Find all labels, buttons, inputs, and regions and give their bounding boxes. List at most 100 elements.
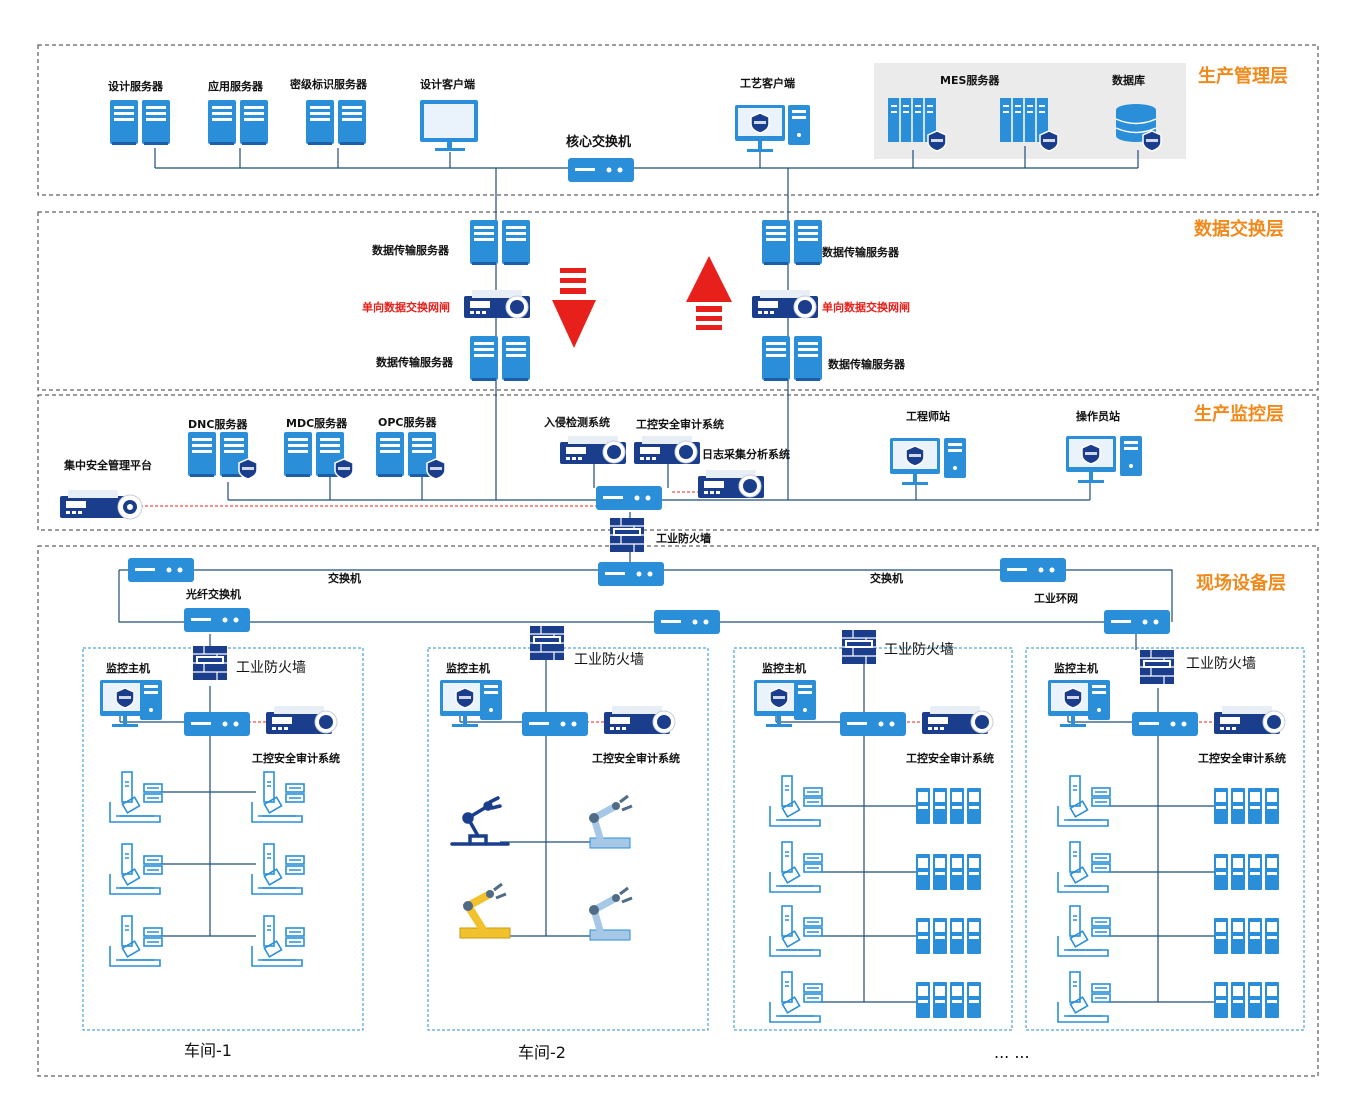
transfer-server-right-bottom: 数据传输服务器 bbox=[762, 336, 906, 381]
workshop-4-cnc-3 bbox=[1057, 905, 1111, 957]
workshop-4-cabinet-3 bbox=[1214, 918, 1279, 954]
workshop-3-cnc-1 bbox=[769, 775, 823, 827]
monitoring-layer-frame bbox=[37, 394, 1319, 531]
transfer-server-left-bottom: 数据传输服务器 bbox=[376, 336, 530, 381]
workshop-4-cnc-4 bbox=[1057, 971, 1111, 1023]
layer-title-management: 生产管理层 bbox=[1198, 65, 1288, 87]
up-arrow bbox=[686, 256, 732, 330]
switch-center bbox=[598, 562, 664, 586]
svg-text:入侵检测系统: 入侵检测系统 bbox=[544, 415, 610, 429]
workshop-1-label: 车间-1 bbox=[184, 1041, 232, 1060]
svg-text:工控安全审计系统: 工控安全审计系统 bbox=[592, 751, 680, 765]
ics-audit-system: 工控安全审计系统 bbox=[634, 417, 724, 464]
ring-switch-right: 工业环网 bbox=[1034, 591, 1170, 634]
design-server: 设计服务器 bbox=[108, 79, 170, 145]
workshop-1-switch bbox=[184, 712, 250, 736]
fiber-switch: 光纤交换机 bbox=[184, 587, 250, 632]
workshop-2-frame bbox=[427, 647, 709, 1031]
svg-text:核心交换机: 核心交换机 bbox=[566, 134, 631, 150]
operator-station: 操作员站 bbox=[1066, 409, 1142, 483]
mdc-server: MDC服务器 bbox=[284, 416, 354, 480]
svg-text:交换机: 交换机 bbox=[328, 571, 361, 585]
svg-text:工业防火墙: 工业防火墙 bbox=[1186, 656, 1256, 672]
svg-text:工艺客户端: 工艺客户端 bbox=[740, 76, 795, 90]
workshop-4-firewall: 工业防火墙 bbox=[1139, 649, 1256, 685]
layer-title-exchange: 数据交换层 bbox=[1194, 218, 1284, 240]
main-firewall: 工业防火墙 bbox=[609, 517, 711, 553]
field-layer-frame bbox=[37, 545, 1319, 1077]
svg-text:日志采集分析系统: 日志采集分析系统 bbox=[702, 447, 790, 461]
svg-text:工控安全审计系统: 工控安全审计系统 bbox=[252, 751, 340, 765]
svg-text:数据传输服务器: 数据传输服务器 bbox=[372, 243, 450, 257]
svg-text:密级标识服务器: 密级标识服务器 bbox=[290, 77, 368, 91]
svg-text:应用服务器: 应用服务器 bbox=[208, 79, 264, 93]
layer-title-monitoring: 生产监控层 bbox=[1194, 403, 1284, 425]
gateway-left: 单向数据交换网闸 bbox=[362, 290, 530, 319]
svg-text:单向数据交换网闸: 单向数据交换网闸 bbox=[822, 300, 910, 314]
workshop-3-cnc-4 bbox=[769, 971, 823, 1023]
workshop-1-cnc-1 bbox=[109, 771, 163, 823]
process-client: 工艺客户端 bbox=[735, 76, 810, 152]
monitoring-switch bbox=[596, 486, 662, 510]
workshop-3-cabinet-2 bbox=[916, 854, 981, 890]
svg-text:监控主机: 监控主机 bbox=[446, 661, 490, 675]
exchange-layer-frame bbox=[37, 211, 1319, 391]
design-client: 设计客户端 bbox=[420, 77, 478, 151]
workshop-2-monitor-host: 监控主机 bbox=[440, 661, 502, 727]
svg-text:集中安全管理平台: 集中安全管理平台 bbox=[63, 458, 152, 472]
workshop-1-cnc-2 bbox=[251, 771, 305, 823]
svg-text:监控主机: 监控主机 bbox=[762, 661, 806, 675]
mes-server-label: MES服务器 bbox=[940, 73, 1000, 87]
workshop-1-audit: 工控安全审计系统 bbox=[252, 706, 340, 765]
svg-text:监控主机: 监控主机 bbox=[1054, 661, 1098, 675]
svg-text:操作员站: 操作员站 bbox=[1076, 409, 1120, 423]
svg-text:设计服务器: 设计服务器 bbox=[108, 79, 164, 93]
database: 数据库 bbox=[1112, 73, 1162, 152]
workshop-1-firewall: 工业防火墙 bbox=[192, 645, 306, 681]
transfer-server-left-top: 数据传输服务器 bbox=[372, 220, 530, 265]
dnc-server: DNC服务器 bbox=[188, 417, 258, 480]
svg-text:工控安全审计系统: 工控安全审计系统 bbox=[636, 417, 724, 431]
workshop-3-switch bbox=[840, 712, 906, 736]
workshop-1-cnc-6 bbox=[251, 915, 305, 967]
svg-text:单向数据交换网闸: 单向数据交换网闸 bbox=[362, 300, 450, 314]
svg-text:OPC服务器: OPC服务器 bbox=[378, 415, 437, 429]
svg-text:工控安全审计系统: 工控安全审计系统 bbox=[1198, 751, 1286, 765]
management-layer-frame bbox=[37, 44, 1319, 196]
workshop-4-monitor-host: 监控主机 bbox=[1048, 661, 1110, 727]
workshop-4-cabinet-1 bbox=[1214, 788, 1279, 824]
workshop-3-cabinet-1 bbox=[916, 788, 981, 824]
workshop-3-firewall: 工业防火墙 bbox=[841, 629, 954, 665]
svg-text:光纤交换机: 光纤交换机 bbox=[185, 587, 241, 601]
workshop-4-switch bbox=[1132, 712, 1198, 736]
workshop-3-cnc-3 bbox=[769, 905, 823, 957]
security-management-platform: 集中安全管理平台 bbox=[60, 458, 152, 520]
workshop-4-cnc-2 bbox=[1057, 841, 1111, 893]
workshop-2-firewall: 工业防火墙 bbox=[529, 625, 644, 668]
workshop-3-cabinet-4 bbox=[916, 982, 981, 1018]
workshop-1-cnc-3 bbox=[109, 843, 163, 895]
ids-system: 入侵检测系统 bbox=[544, 415, 626, 464]
svg-text:设计客户端: 设计客户端 bbox=[420, 77, 475, 91]
opc-server: OPC服务器 bbox=[376, 415, 446, 480]
svg-text:工业防火墙: 工业防火墙 bbox=[574, 652, 644, 668]
app-server: 应用服务器 bbox=[208, 79, 268, 145]
workshop-1-cnc-5 bbox=[109, 915, 163, 967]
svg-text:监控主机: 监控主机 bbox=[106, 661, 150, 675]
svg-text:工业防火墙: 工业防火墙 bbox=[884, 642, 954, 658]
workshop-3-monitor-host: 监控主机 bbox=[754, 661, 816, 727]
svg-text:数据库: 数据库 bbox=[1112, 73, 1145, 87]
log-analysis-system: 日志采集分析系统 bbox=[698, 447, 790, 498]
workshop-3-audit: 工控安全审计系统 bbox=[906, 706, 994, 765]
workshop-2-robot-3 bbox=[460, 884, 510, 938]
svg-text:数据传输服务器: 数据传输服务器 bbox=[376, 355, 454, 369]
workshop-2-robot-4 bbox=[589, 888, 632, 940]
svg-text:工程师站: 工程师站 bbox=[906, 409, 950, 423]
workshop-4-cabinet-4 bbox=[1214, 982, 1279, 1018]
svg-text:MDC服务器: MDC服务器 bbox=[286, 416, 348, 430]
svg-text:工业环网: 工业环网 bbox=[1034, 591, 1078, 605]
workshop-2-robot-1 bbox=[450, 796, 510, 846]
workshop-3-cabinet-3 bbox=[916, 918, 981, 954]
workshop-4-cnc-1 bbox=[1057, 775, 1111, 827]
svg-text:工控安全审计系统: 工控安全审计系统 bbox=[906, 751, 994, 765]
